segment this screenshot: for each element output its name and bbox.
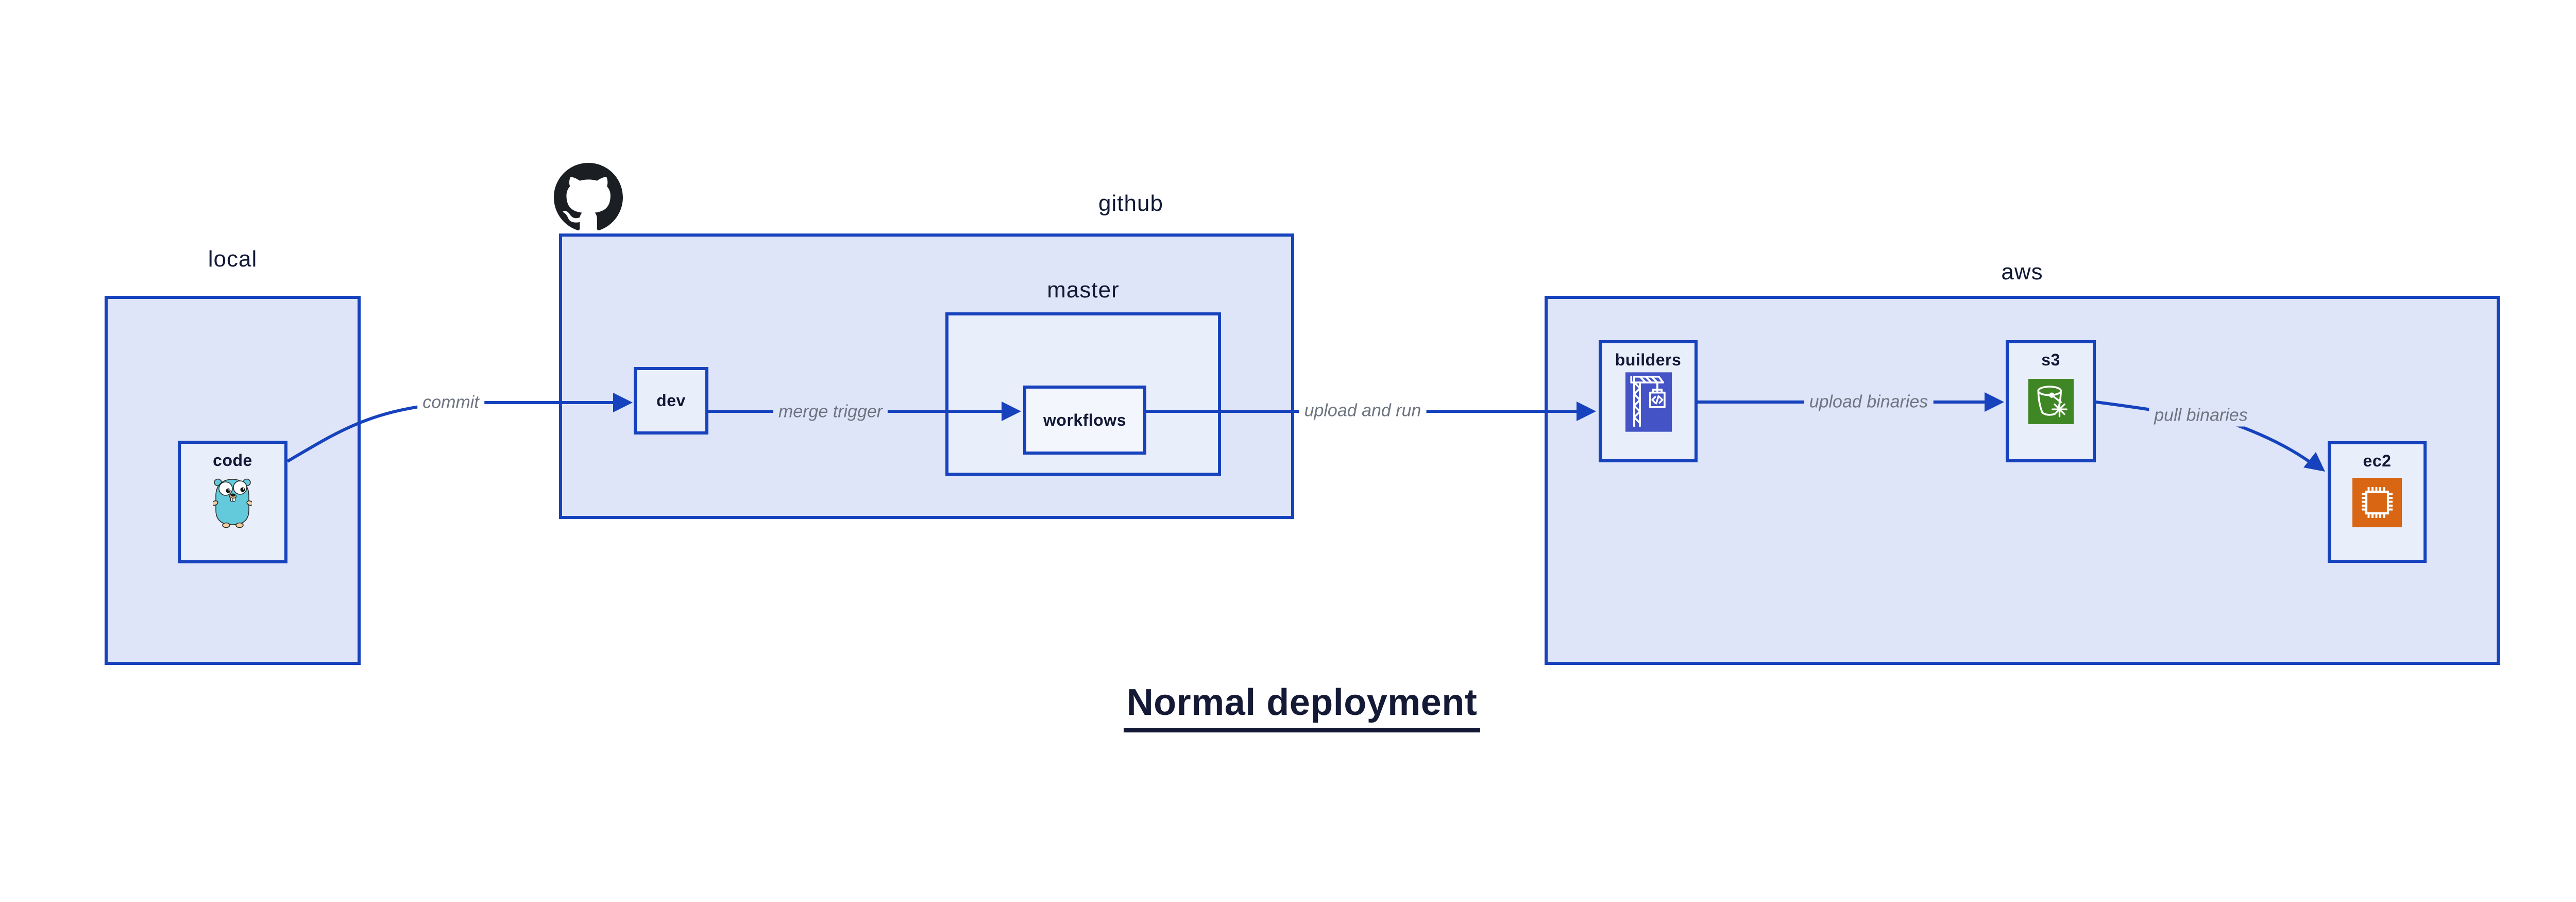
ec2-chip-icon <box>2352 478 2402 527</box>
edge-upload-and-run-arrowhead <box>1577 402 1596 421</box>
node-label-s3: s3 <box>2041 350 2060 369</box>
node-box-workflows: workflows <box>1023 386 1146 455</box>
edge-label-merge-trigger: merge trigger <box>773 400 888 423</box>
group-label-github: github <box>1098 191 1163 216</box>
node-label-builders: builders <box>1615 350 1682 369</box>
s3-bucket-snowflake-icon <box>2028 379 2074 424</box>
node-label-code: code <box>213 451 252 470</box>
group-label-aws: aws <box>2001 259 2043 285</box>
node-label-ec2: ec2 <box>2363 452 2392 470</box>
github-octocat-icon <box>554 163 623 232</box>
edge-pull-binaries-arrowhead <box>2303 452 2325 472</box>
go-gopher-icon <box>211 473 253 528</box>
edge-label-commit: commit <box>417 391 484 414</box>
group-label-local: local <box>208 246 258 272</box>
edge-label-upload-and-run: upload and run <box>1299 399 1427 422</box>
edge-commit-arrowhead <box>613 393 633 412</box>
edge-merge-trigger-arrowhead <box>1002 402 1021 421</box>
group-label-master: master <box>1047 277 1120 303</box>
diagram-title: Normal deployment <box>1123 681 1481 732</box>
edge-pull-binaries-line-b <box>2225 420 2313 465</box>
edge-label-upload-binaries: upload binaries <box>1804 391 1934 413</box>
diagram-title-row: Normal deployment <box>0 681 2576 732</box>
edge-upload-binaries-arrowhead <box>1985 392 2004 412</box>
edge-label-pull-binaries: pull binaries <box>2149 404 2253 427</box>
node-label-workflows: workflows <box>1043 410 1126 429</box>
node-label-dev: dev <box>656 391 686 410</box>
node-box-dev: dev <box>634 367 708 435</box>
codebuild-crane-icon <box>1625 372 1672 432</box>
